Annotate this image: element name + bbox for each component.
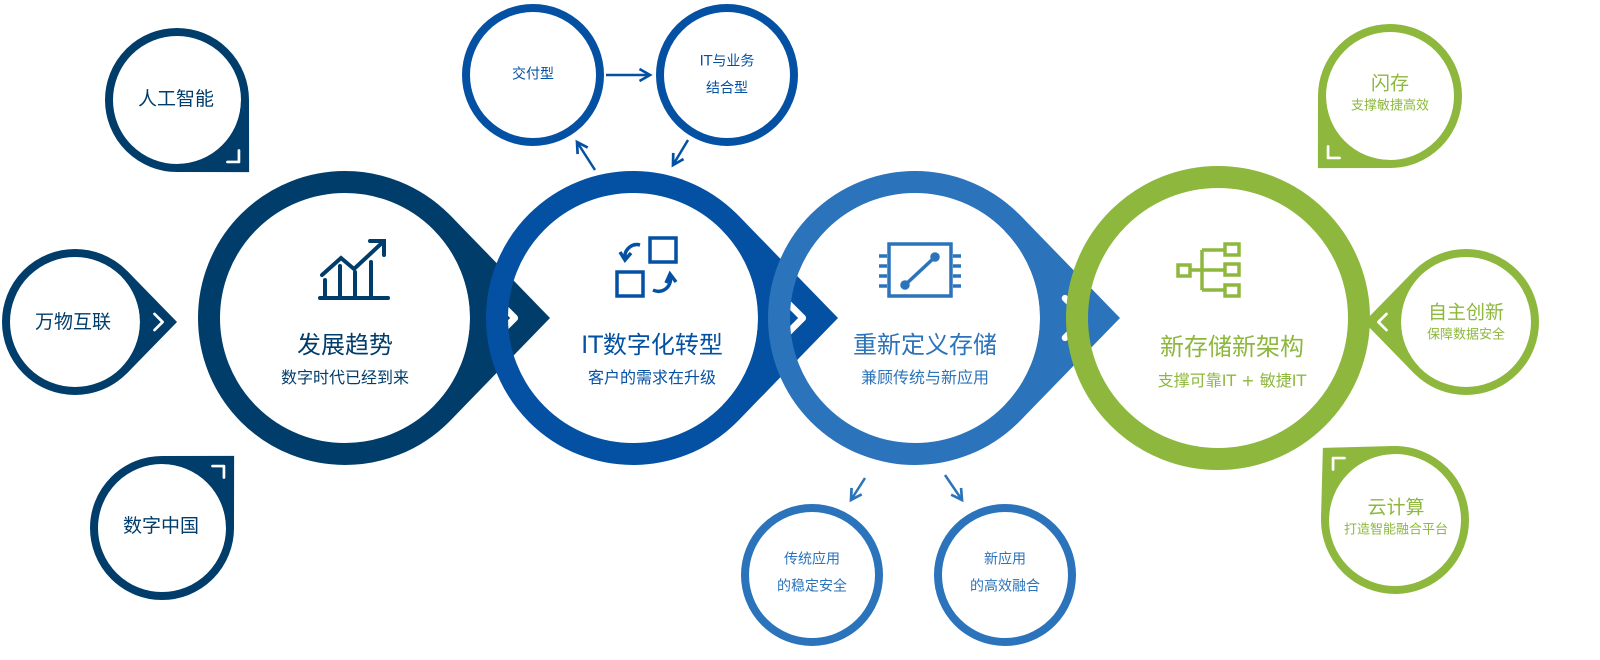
main-circle-1-ring: [198, 171, 492, 465]
node-it-business: IT与业务结合型: [699, 53, 755, 96]
node-delivery: 交付型: [512, 66, 554, 83]
teardrop-innovation: [1364, 249, 1539, 395]
node-digital-china: 数字中国: [122, 515, 200, 538]
teardrop-innovation-chevron-icon: [1377, 312, 1388, 332]
teardrop-ai-chevron-icon: [226, 149, 241, 164]
arrow-down-right-icon: [943, 474, 964, 503]
storage-chip-icon: [879, 242, 961, 298]
node-iot: 万物互联: [34, 311, 112, 334]
main-title-architecture: 新存储新架构: [1160, 332, 1304, 361]
teardrop-flash: [1317, 24, 1462, 169]
main-subtitle-trend: 数字时代已经到来: [280, 368, 410, 388]
main-circle-3-point: [1004, 215, 1120, 421]
hierarchy-icon: [1176, 242, 1241, 298]
node-flash: 闪存支撑敏捷高效: [1350, 72, 1430, 114]
circle-it-business: [656, 4, 798, 146]
main-circle-4: [1066, 166, 1370, 470]
arrow-up-icon: [575, 139, 597, 171]
circle-traditional-apps: [741, 504, 883, 646]
teardrop-cloud: [1321, 446, 1469, 594]
trend-chart-icon: [318, 239, 390, 300]
main-subtitle-architecture: 支撑可靠IT + 敏捷IT: [1157, 371, 1307, 391]
node-ai: 人工智能: [137, 88, 215, 111]
node-innovation: 自主创新保障数据安全: [1426, 301, 1506, 343]
teardrop-digital-china: [90, 455, 235, 600]
teardrop-cloud-chevron-icon: [1331, 456, 1346, 471]
main-title-storage: 重新定义存储: [853, 330, 997, 359]
teardrop-digital-china-point: [161, 455, 235, 529]
main-title-trend: 发展趋势: [297, 330, 393, 359]
arrow-down-left-icon: [849, 477, 867, 503]
teardrop-flash-point: [1317, 95, 1391, 169]
arrow-down-icon: [671, 139, 690, 168]
teardrop-iot-chevron-icon: [153, 312, 164, 332]
teardrop-ai-point: [176, 99, 250, 173]
node-traditional-apps: 传统应用的稳定安全: [777, 551, 847, 594]
teardrop-cloud-ring: [1321, 446, 1469, 594]
transform-icon: [615, 236, 678, 298]
teardrop-cloud-point: [1321, 446, 1394, 519]
main-title-transform: IT数字化转型: [581, 330, 723, 359]
teardrop-flash-chevron-icon: [1326, 145, 1341, 160]
main-circle-4-ring: [1066, 166, 1370, 470]
circle-delivery: [462, 4, 604, 146]
main-subtitle-transform: 客户的需求在升级: [587, 368, 717, 388]
teardrop-iot-point: [121, 271, 177, 373]
node-cloud: 云计算打造智能融合平台: [1343, 496, 1449, 538]
teardrop-innovation-point: [1364, 271, 1420, 373]
teardrop-ai: [105, 28, 250, 173]
circle-new-apps: [934, 504, 1076, 646]
node-new-apps: 新应用的高效融合: [970, 551, 1040, 594]
main-subtitle-storage: 兼顾传统与新应用: [860, 368, 990, 388]
teardrop-iot: [2, 249, 177, 395]
teardrop-digital-china-chevron-icon: [211, 464, 226, 479]
